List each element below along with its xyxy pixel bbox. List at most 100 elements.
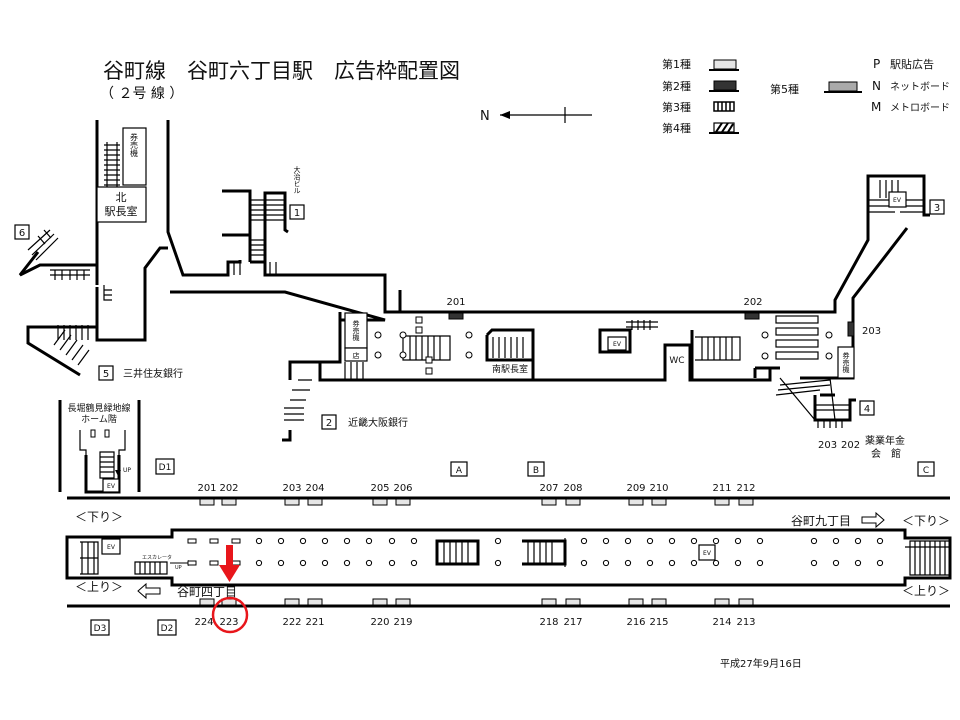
ad-label-210: 210 xyxy=(649,483,668,494)
platform-bench xyxy=(187,538,197,544)
ad-slot-210 xyxy=(651,498,667,506)
platform-column xyxy=(580,559,588,567)
concourse-walls xyxy=(18,120,930,442)
east-ticket-machine: 券売機 xyxy=(837,346,855,379)
exit-b: B xyxy=(533,466,539,476)
ad-slot-219 xyxy=(395,598,411,606)
ad-label-204: 204 xyxy=(305,483,324,494)
platform-bench xyxy=(209,538,219,544)
ad-label-208: 208 xyxy=(563,483,582,494)
platform-column xyxy=(690,537,698,545)
north-arrow-icon: N xyxy=(480,107,592,124)
exit-4: 4 xyxy=(864,404,870,415)
exit-3: 3 xyxy=(934,203,940,214)
platform-column xyxy=(876,559,884,567)
platform-column xyxy=(646,559,654,567)
platform-column xyxy=(876,537,884,545)
platform-column xyxy=(810,559,818,567)
ad-label-stair-202: 202 xyxy=(841,440,860,451)
ad-label-205: 205 xyxy=(370,483,389,494)
platform-bench xyxy=(231,538,241,544)
north-office-label-1: 北 xyxy=(116,191,127,204)
ad-label-214: 214 xyxy=(712,617,731,628)
legend: 第1種 第2種 第3種 第4種 第5種 P 駅貼広告 N ネットボード M メト… xyxy=(662,57,950,135)
legend-code-p: P xyxy=(873,57,880,71)
platform-column xyxy=(299,559,307,567)
nagahori-label-2: ホーム階 xyxy=(81,414,117,425)
up-direction-left: ＜上り＞ xyxy=(75,580,123,594)
legend-label-n: ネットボード xyxy=(890,81,950,93)
up-direction-right: ＜上り＞ xyxy=(902,584,950,598)
exit-labels: 1 2 近畿大阪銀行 3 4 5 三井住友銀行 6 D1 A B C D3 D2 xyxy=(14,199,945,636)
ad-label-222: 222 xyxy=(282,617,301,628)
down-direction-right: ＜下り＞ xyxy=(902,514,950,528)
ad-label-213: 213 xyxy=(736,617,755,628)
platform-bench xyxy=(187,560,197,566)
ad-slot-207 xyxy=(541,498,557,506)
ad-label-212: 212 xyxy=(736,483,755,494)
ad-slot-220 xyxy=(372,598,388,606)
ad-label-224: 224 xyxy=(194,617,213,628)
platform-column xyxy=(410,559,418,567)
platform-column xyxy=(756,537,764,545)
platform-bench xyxy=(209,560,219,566)
platform-column xyxy=(365,537,373,545)
to-tanimachi-4chome: 谷町四丁目 xyxy=(177,585,237,599)
type4-swatch xyxy=(709,122,739,134)
ad-label-202: 202 xyxy=(219,483,238,494)
up-label: UP xyxy=(175,565,182,571)
arrow-right-icon xyxy=(861,511,885,529)
ad-label-220: 220 xyxy=(370,617,389,628)
legend-type4: 第4種 xyxy=(662,121,691,135)
ad-slot-215 xyxy=(651,598,667,606)
platform-column xyxy=(602,559,610,567)
ticket-machine-label: 券売機 xyxy=(352,319,360,342)
platform-column xyxy=(810,537,818,545)
ad-label-202: 202 xyxy=(743,297,762,308)
ad-label-221: 221 xyxy=(305,617,324,628)
platform-column xyxy=(756,559,764,567)
ad-slot-201 xyxy=(199,498,215,506)
elevator-exit3: EV xyxy=(888,191,907,208)
platform-column xyxy=(321,537,329,545)
platform-column xyxy=(255,537,263,545)
exit-d1: D1 xyxy=(159,463,172,473)
platform-column xyxy=(277,537,285,545)
exit-2: 2 xyxy=(326,418,332,429)
down-direction-left: ＜下り＞ xyxy=(75,510,123,524)
type3-swatch xyxy=(713,101,735,112)
platform-column xyxy=(580,537,588,545)
north-office-label-2: 駅長室 xyxy=(105,204,138,218)
daiji-building-label: 大治ビル xyxy=(293,165,301,194)
platform-column xyxy=(646,537,654,545)
ad-slot-211 xyxy=(714,498,730,506)
legend-type5: 第5種 xyxy=(770,82,799,96)
ad-label-219: 219 xyxy=(393,617,412,628)
ad-slot-203 xyxy=(847,321,855,337)
platform-column xyxy=(624,559,632,567)
ev-label: EV xyxy=(107,483,116,490)
legend-type2: 第2種 xyxy=(662,79,691,93)
legend-type3: 第3種 xyxy=(662,100,691,114)
platform-column xyxy=(712,559,720,567)
yakugyo-label-2: 会 館 xyxy=(871,447,901,460)
page-title: 谷町線 谷町六丁目駅 広告枠配置図 xyxy=(103,59,460,83)
north-label: N xyxy=(480,109,490,124)
legend-label-m: メトロボード xyxy=(890,102,950,114)
escalator-label: エスカレータ xyxy=(142,554,172,561)
platform-column xyxy=(343,559,351,567)
platform-column xyxy=(343,537,351,545)
concourse-columns xyxy=(374,316,833,375)
exit-6: 6 xyxy=(19,228,25,239)
legend-code-n: N xyxy=(872,79,881,93)
ad-slot-214 xyxy=(714,598,730,606)
ad-label-218: 218 xyxy=(539,617,558,628)
ev-label: EV xyxy=(107,544,116,551)
exit-a: A xyxy=(456,466,463,476)
yakugyo-label-1: 薬業年金 xyxy=(865,434,905,447)
legend-label-p: 駅貼広告 xyxy=(890,57,934,71)
legend-code-m: M xyxy=(871,100,881,114)
ad-label-215: 215 xyxy=(649,617,668,628)
ad-slot-212 xyxy=(738,498,754,506)
